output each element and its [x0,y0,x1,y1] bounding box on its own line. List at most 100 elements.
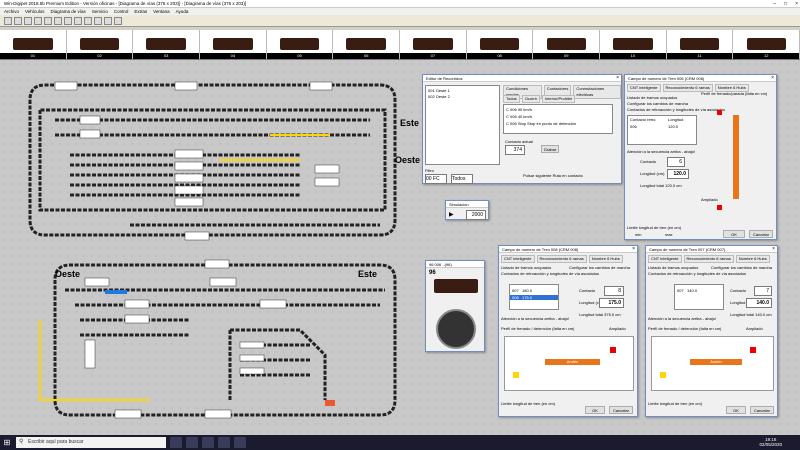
tab-reconocimiento[interactable]: Reconocimiento 6 ramas [662,84,713,92]
app-icon[interactable] [234,437,246,448]
loco-slot[interactable]: 09 [533,30,601,59]
taskbar-search[interactable]: ⚲ Escribir aquí para buscar [16,437,166,448]
throttle-window[interactable]: 96 006 ..(96) 96 [425,260,485,352]
toolbar-button[interactable] [24,17,32,25]
loco-slot[interactable]: 10 [600,30,667,59]
row-contact[interactable]: 006 [630,124,637,129]
length-field[interactable]: 120.0 [667,169,689,179]
close-icon[interactable]: × [771,75,774,81]
menu-diagrama[interactable]: Diagrama de vías [50,9,86,14]
toolbar-button[interactable] [44,17,52,25]
list-item[interactable]: C 006 Stop Stop en punto de detención [506,121,577,126]
loco-slot[interactable]: 02 [66,30,134,59]
route-list[interactable]: 001 Oeste 1 002 Oeste 2 [425,85,500,165]
toolbar-button[interactable] [114,17,122,25]
table-row-selected[interactable]: 008 175.0 [510,295,558,300]
braking-profile[interactable]: Andén [504,336,634,391]
contact-table[interactable]: 007 180.0 008 175.0 [509,284,559,310]
menu-archivo[interactable]: Archivo [4,9,20,14]
ok-button[interactable]: OK [723,230,745,238]
tab-cnt[interactable]: CNT inteligente [648,255,682,263]
menu-extras[interactable]: Extras [134,9,148,14]
list-item[interactable]: C 006 40 km/h [506,114,533,119]
option-cambios[interactable]: Configurar los cambios de marcha [627,101,688,106]
tab-cnt[interactable]: CNT inteligente [627,84,661,92]
menu-ventana[interactable]: Ventana [153,9,170,14]
track-plan[interactable]: Este Oeste Oeste Este [0,60,800,435]
length-field[interactable]: 175.0 [599,298,624,308]
cancel-button[interactable]: Cancelar [749,230,773,238]
loco-slot[interactable]: 04 [200,30,267,59]
ampliado-label[interactable]: Ampliado [609,326,626,331]
toolbar-button[interactable] [64,17,72,25]
toolbar-button[interactable] [54,17,62,25]
table-row[interactable]: 007 140.0 [677,288,698,293]
tab-nombre[interactable]: Nombre 6 Hubs [735,255,770,263]
toolbar-button[interactable] [14,17,22,25]
simulation-widget[interactable]: Simulación 2000 ▶ [445,200,489,220]
loco-slot[interactable]: 07 [400,30,467,59]
train-number-window-007[interactable]: Campo de numero de Tren 007 (CRM 007) × … [645,245,778,417]
toolbar-button[interactable] [84,17,92,25]
braking-profile[interactable]: Andén [651,336,774,391]
app-icon[interactable] [186,437,198,448]
loco-slot[interactable]: 05 [266,30,334,59]
ok-button[interactable]: OK [585,406,605,414]
option-cambios[interactable]: Configurar los cambios de marcha [711,265,772,270]
tab-interior[interactable]: Interior/Prohibir [541,95,576,103]
toolbar-button[interactable] [74,17,82,25]
train-number-window-006[interactable]: Campo de numero de Tren 006 (CRM 006) × … [624,74,777,240]
maximize-icon[interactable]: □ [784,1,788,7]
system-clock[interactable]: 19:16 02/05/2020 [759,437,782,447]
row-length[interactable]: 120.0 [668,124,679,129]
option-tramos[interactable]: Listado de tramos ocupados [648,265,699,270]
train-number-window-008[interactable]: Campo de numero de Tren 008 (CRM 008) × … [498,245,638,417]
route-row[interactable]: 002 Oeste 2 [428,94,450,99]
play-icon[interactable]: ▶ [449,212,454,218]
tab-conmutaciones[interactable]: Conmutaciones eléctricas [573,85,621,99]
app-icon[interactable] [218,437,230,448]
minimize-icon[interactable]: – [773,1,777,7]
toolbar-button[interactable] [94,17,102,25]
loco-slot[interactable]: 06 [333,30,401,59]
loco-slot[interactable]: 11 [666,30,734,59]
ampliado-label[interactable]: Ampliado [701,197,718,202]
loco-slot[interactable]: 01 [0,30,67,59]
option-cambios[interactable]: Configurar los cambios de marcha [569,265,630,270]
contact-field[interactable]: 374 [505,145,525,155]
cancel-button[interactable]: Cancelar [750,406,774,414]
ampliado-label[interactable]: Ampliado [746,326,763,331]
tab-todos[interactable]: Todos [503,95,520,103]
list-item[interactable]: C 006 90 km/h [506,107,533,112]
tab-cnt[interactable]: CNT inteligente [501,255,535,263]
option-tramos[interactable]: Listado de tramos ocupados [627,95,678,100]
tab-nombre[interactable]: Nombre 6 Hubs [588,255,623,263]
tab-ocurrir[interactable]: Ocurrir [521,95,540,103]
loco-slot[interactable]: 03 [133,30,201,59]
app-icon[interactable] [202,437,214,448]
option-tramos[interactable]: Listado de tramos ocupados [501,265,552,270]
loco-slot[interactable]: 08 [466,30,534,59]
filter-field[interactable]: 00 FC [425,174,447,184]
table-row[interactable]: 007 180.0 [512,288,533,293]
tab-reconocimiento[interactable]: Reconocimiento 6 ramas [536,255,587,263]
close-icon[interactable]: × [772,246,775,252]
route-editor-window[interactable]: Editor de Recorridos × 001 Oeste 1 002 O… [422,74,622,184]
toolbar-button[interactable] [104,17,112,25]
start-icon[interactable]: ⊞ [3,438,11,447]
action-list[interactable]: C 006 90 km/h C 006 40 km/h C 006 Stop S… [503,104,613,134]
close-icon[interactable]: × [616,75,619,81]
menu-servicio[interactable]: Servicio [91,9,108,14]
save-button[interactable]: Grabar [541,145,559,153]
ok-button[interactable]: OK [726,406,746,414]
close-icon[interactable]: × [795,1,798,7]
contact-table[interactable]: Contacto retro. Longitud 006 120.0 [627,115,697,145]
route-row[interactable]: 001 Oeste 1 [428,88,450,93]
simulation-value[interactable]: 2000 [466,210,486,220]
toolbar-button[interactable] [34,17,42,25]
taskview-icon[interactable] [170,437,182,448]
menu-control[interactable]: Control [113,9,129,14]
contact-field[interactable]: 6 [667,157,685,167]
filter-all-select[interactable]: Todos [451,174,473,184]
contact-table[interactable]: 007 140.0 [674,284,724,310]
